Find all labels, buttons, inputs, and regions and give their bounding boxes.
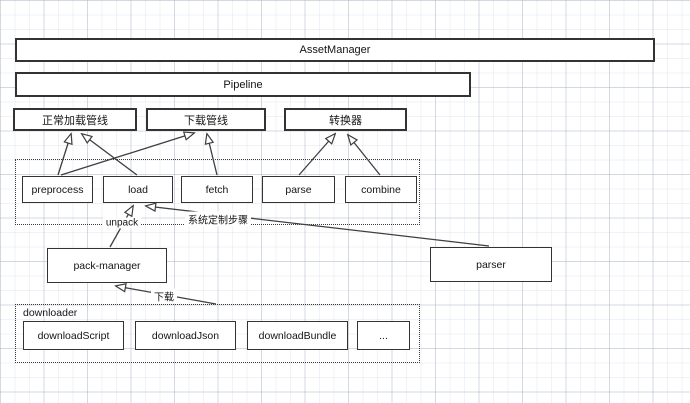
downloader-container: downloader — [15, 304, 420, 363]
node-download-script: downloadScript — [23, 321, 124, 350]
node-load: load — [103, 176, 173, 203]
edge-label-download: 下载 — [151, 288, 177, 304]
node-fetch: fetch — [181, 176, 253, 203]
node-combine: combine — [345, 176, 417, 203]
node-parser: parser — [430, 247, 552, 282]
edge-label-unpack: unpack — [102, 217, 142, 229]
node-pipeline: Pipeline — [15, 72, 471, 97]
node-download-bundle: downloadBundle — [247, 321, 348, 350]
node-parse: parse — [262, 176, 335, 203]
node-preprocess: preprocess — [22, 176, 93, 203]
node-download-pipeline: 下载管线 — [146, 108, 266, 131]
node-pack-manager: pack-manager — [47, 248, 167, 283]
node-normal-load-pipeline: 正常加载管线 — [13, 108, 137, 131]
edge-label-custom-steps: 系统定制步骤 — [185, 211, 251, 227]
node-converter: 转换器 — [284, 108, 407, 131]
node-more-downloaders: ... — [357, 321, 410, 350]
node-download-json: downloadJson — [135, 321, 236, 350]
downloader-container-title: downloader — [23, 307, 78, 319]
node-asset-manager: AssetManager — [15, 38, 655, 62]
